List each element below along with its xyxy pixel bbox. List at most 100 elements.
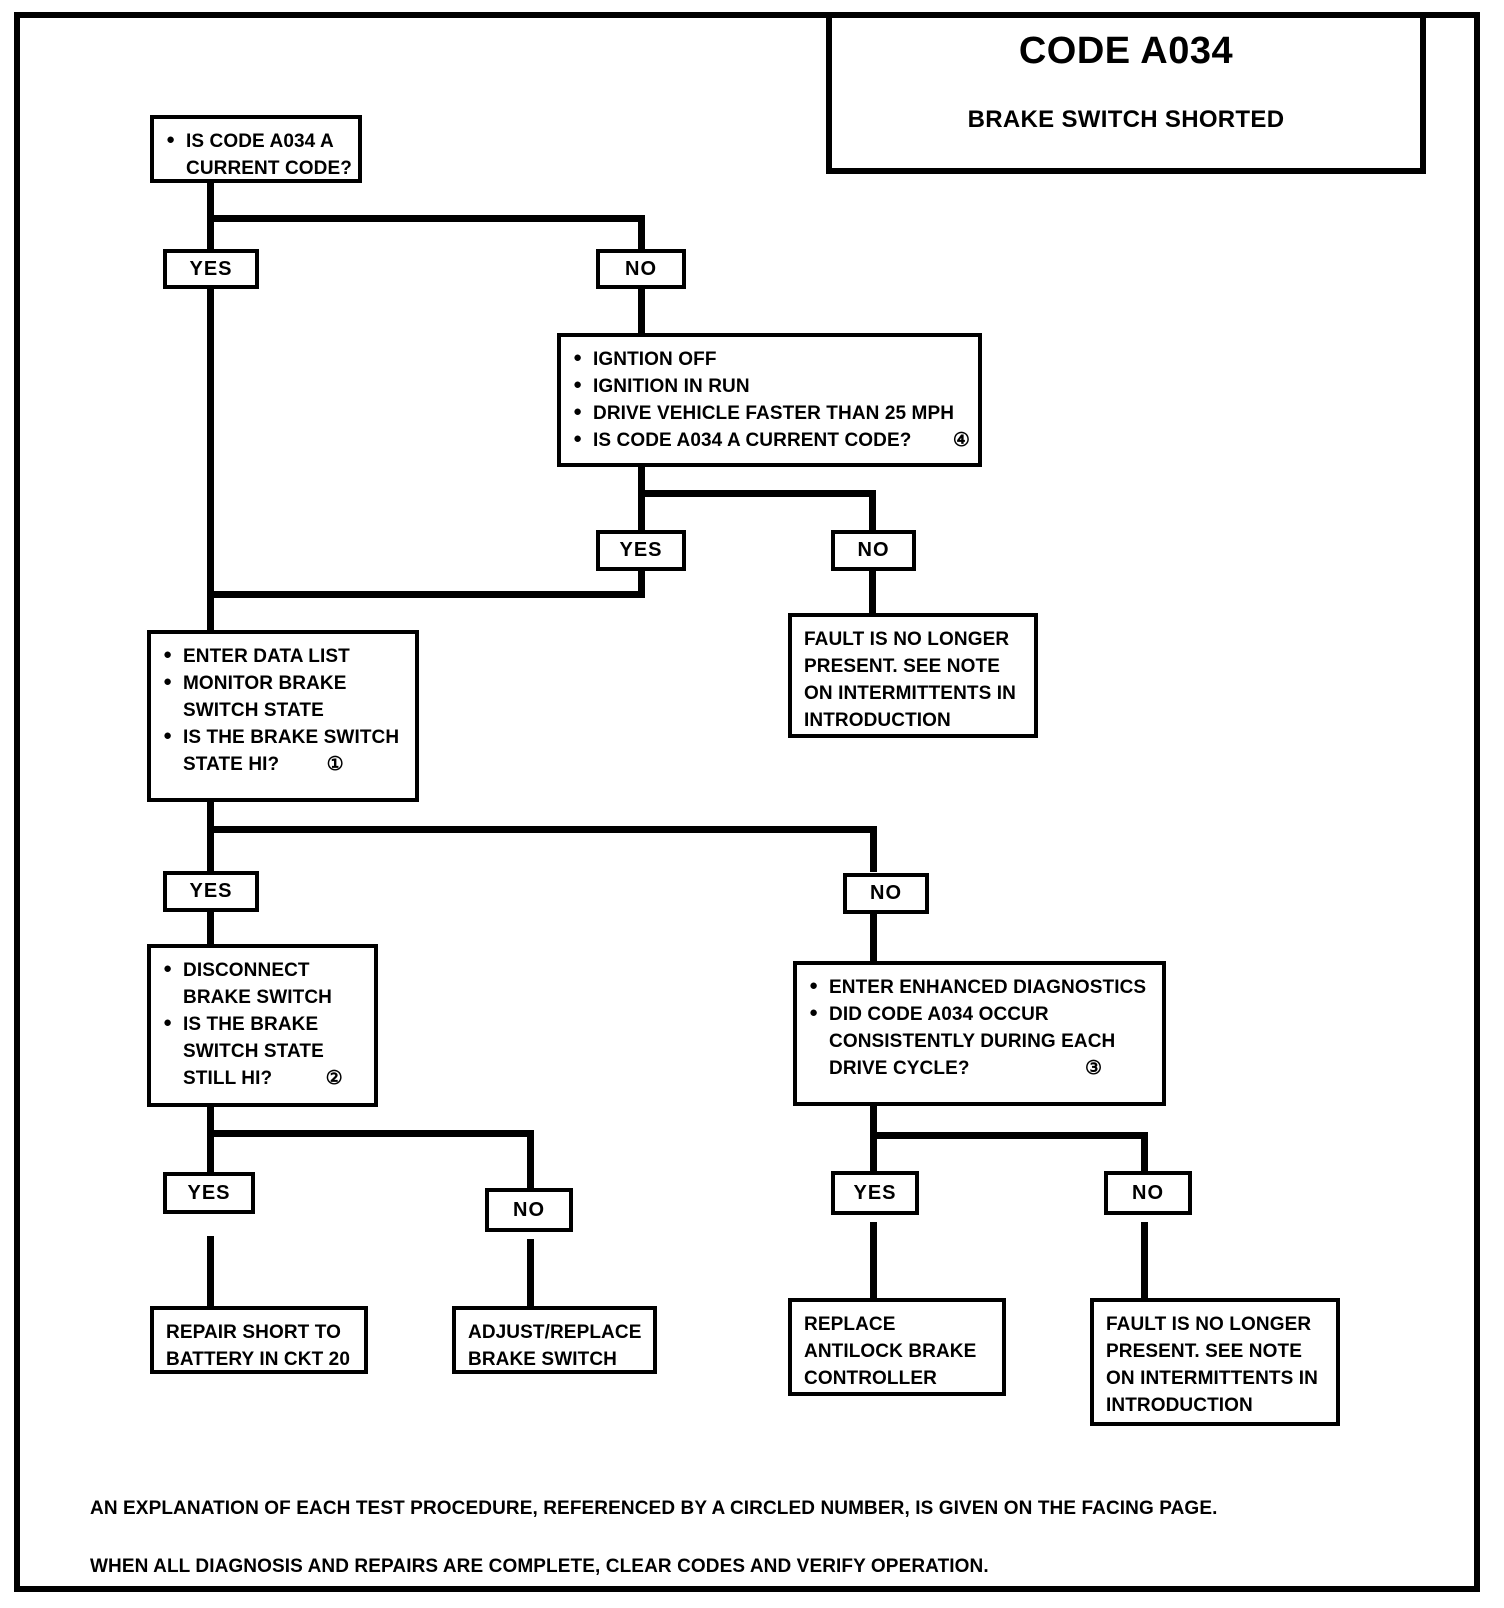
connector-datayes-to-disconnect xyxy=(207,910,214,946)
branch-q1-no[interactable]: NO xyxy=(596,249,686,289)
test-reference-circled: ④ xyxy=(952,429,970,451)
branch-ignition-yes[interactable]: YES xyxy=(596,530,686,571)
node-line: PRESENT. SEE NOTE xyxy=(1106,1340,1302,1362)
page-border xyxy=(14,12,1480,1592)
node-enhanced-diagnostics[interactable]: ENTER ENHANCED DIAGNOSTICS DID CODE A034… xyxy=(793,961,1166,1106)
node-line: CONTROLLER xyxy=(804,1367,937,1389)
branch-label: NO xyxy=(857,539,890,561)
connector-datalist-no-down xyxy=(870,826,877,872)
connector-ignno-to-faultgone xyxy=(869,570,876,614)
node-line: SWITCH STATE xyxy=(183,699,324,721)
node-line: BRAKE SWITCH xyxy=(468,1348,617,1370)
node-line: IGNITION IN RUN xyxy=(573,374,968,401)
connector-disconnect-split-bar xyxy=(207,1130,534,1137)
node-line: CONSISTENTLY DURING EACH xyxy=(829,1030,1116,1052)
node-is-code-current[interactable]: IS CODE A034 A CURRENT CODE? xyxy=(150,115,362,183)
footer-note-clear-codes: WHEN ALL DIAGNOSIS AND REPAIRS ARE COMPL… xyxy=(90,1556,989,1577)
connector-q1-split-bar xyxy=(207,215,645,222)
branch-label: YES xyxy=(189,880,233,902)
node-line: SWITCH STATE xyxy=(183,1040,324,1062)
branch-disconnect-no[interactable]: NO xyxy=(485,1188,573,1232)
connector-ignyes-down xyxy=(638,570,645,598)
node-fault-no-longer-present-1[interactable]: FAULT IS NO LONGER PRESENT. SEE NOTE ON … xyxy=(788,613,1038,738)
branch-q1-yes[interactable]: YES xyxy=(163,249,259,289)
node-line: BRAKE SWITCH xyxy=(183,986,332,1008)
connector-no1-to-ignition xyxy=(638,288,645,333)
branch-label: NO xyxy=(1132,1181,1164,1204)
node-line: CURRENT CODE? xyxy=(186,157,352,179)
node-ignition-drive-test[interactable]: IGNTION OFF IGNITION IN RUN DRIVE VEHICL… xyxy=(557,333,982,467)
node-line: REPAIR SHORT TO xyxy=(166,1322,341,1343)
branch-ignition-no[interactable]: NO xyxy=(831,530,916,571)
node-line: REPLACE xyxy=(804,1314,896,1335)
page-title: CODE A034 xyxy=(1018,30,1234,72)
connector-disconnect-down xyxy=(207,1105,214,1139)
connector-yes1-to-datalist xyxy=(207,288,214,630)
node-line: FAULT IS NO LONGER xyxy=(1106,1314,1312,1335)
node-line: ON INTERMITTENTS IN xyxy=(1106,1367,1318,1389)
node-line: IS THE BRAKE xyxy=(163,1012,364,1039)
connector-ignition-split-bar xyxy=(638,490,876,497)
branch-disconnect-yes[interactable]: YES xyxy=(163,1172,255,1214)
node-line: IGNTION OFF xyxy=(573,347,968,374)
branch-enhanced-no[interactable]: NO xyxy=(1104,1171,1192,1215)
connector-enhno-to-faultgone2 xyxy=(1141,1222,1148,1298)
branch-datalist-yes[interactable]: YES xyxy=(163,871,259,912)
node-disconnect-brake-switch[interactable]: DISCONNECT BRAKE SWITCH IS THE BRAKE SWI… xyxy=(147,944,378,1107)
node-line: BATTERY IN CKT 20 xyxy=(166,1348,350,1370)
test-reference-circled: ① xyxy=(326,753,344,775)
node-line: ENTER DATA LIST xyxy=(163,644,405,671)
node-line-text: STILL HI? xyxy=(183,1067,273,1089)
branch-datalist-no[interactable]: NO xyxy=(843,873,929,914)
branch-label: NO xyxy=(870,882,902,904)
node-repair-short-to-battery[interactable]: REPAIR SHORT TO BATTERY IN CKT 20 xyxy=(150,1306,368,1374)
node-line: IS THE BRAKE SWITCH xyxy=(163,725,405,752)
node-line: STATE HI? ① xyxy=(163,752,405,779)
connector-ignition-yes-down xyxy=(638,490,645,530)
footer-note-test-procedure: AN EXPLANATION OF EACH TEST PROCEDURE, R… xyxy=(90,1498,1218,1519)
branch-label: NO xyxy=(625,257,657,280)
node-line: MONITOR BRAKE xyxy=(163,671,405,698)
node-line: DISCONNECT xyxy=(163,958,364,985)
node-line: ANTILOCK BRAKE xyxy=(804,1340,977,1362)
branch-label: YES xyxy=(187,1181,231,1204)
connector-q1-yes-down xyxy=(207,215,214,250)
branch-label: NO xyxy=(513,1198,545,1221)
test-reference-circled: ③ xyxy=(1084,1057,1103,1079)
branch-label: YES xyxy=(619,539,663,561)
connector-enhanced-split-bar xyxy=(870,1132,1148,1139)
node-adjust-replace-brake-switch[interactable]: ADJUST/REPLACE BRAKE SWITCH xyxy=(452,1306,657,1374)
node-line: IS CODE A034 A CURRENT CODE? ④ xyxy=(573,428,970,455)
connector-disconnect-no-down xyxy=(527,1130,534,1188)
connector-enhanced-no-down xyxy=(1141,1132,1148,1171)
connector-q1-down xyxy=(207,182,214,222)
node-line-text: STATE HI? xyxy=(183,753,280,775)
node-line: STILL HI? ② xyxy=(163,1066,364,1093)
connector-ignyes-merge-bar xyxy=(207,591,645,598)
node-fault-no-longer-present-2[interactable]: FAULT IS NO LONGER PRESENT. SEE NOTE ON … xyxy=(1090,1298,1340,1426)
node-line: INTRODUCTION xyxy=(804,709,951,731)
branch-enhanced-yes[interactable]: YES xyxy=(831,1171,919,1215)
node-line: ENTER ENHANCED DIAGNOSTICS xyxy=(809,975,1152,1002)
connector-discno-to-adjust xyxy=(527,1239,534,1306)
node-enter-data-list[interactable]: ENTER DATA LIST MONITOR BRAKE SWITCH STA… xyxy=(147,630,419,802)
connector-enhyes-to-replace xyxy=(870,1222,877,1298)
title-block: CODE A034 BRAKE SWITCH SHORTED xyxy=(826,12,1426,174)
node-line: ON INTERMITTENTS IN xyxy=(804,682,1016,704)
connector-datano-to-enhanced xyxy=(870,910,877,962)
connector-ignition-no-down xyxy=(869,490,876,530)
connector-ignition-down xyxy=(638,466,645,496)
branch-label: YES xyxy=(853,1181,897,1204)
connector-discyes-to-repair xyxy=(207,1236,214,1306)
connector-datalist-yes-down xyxy=(207,826,214,872)
connector-disconnect-yes-down xyxy=(207,1130,214,1172)
page-subtitle: BRAKE SWITCH SHORTED xyxy=(967,106,1285,133)
node-line-text: DRIVE CYCLE? xyxy=(829,1057,970,1079)
connector-enhanced-down xyxy=(870,1106,877,1140)
node-line: IS CODE A034 A xyxy=(166,129,348,156)
node-line: DRIVE CYCLE? ③ xyxy=(809,1056,1152,1083)
node-replace-antilock-brake-controller[interactable]: REPLACE ANTILOCK BRAKE CONTROLLER xyxy=(788,1298,1006,1396)
connector-q1-no-down xyxy=(638,215,645,250)
connector-datalist-split-bar xyxy=(207,826,877,833)
